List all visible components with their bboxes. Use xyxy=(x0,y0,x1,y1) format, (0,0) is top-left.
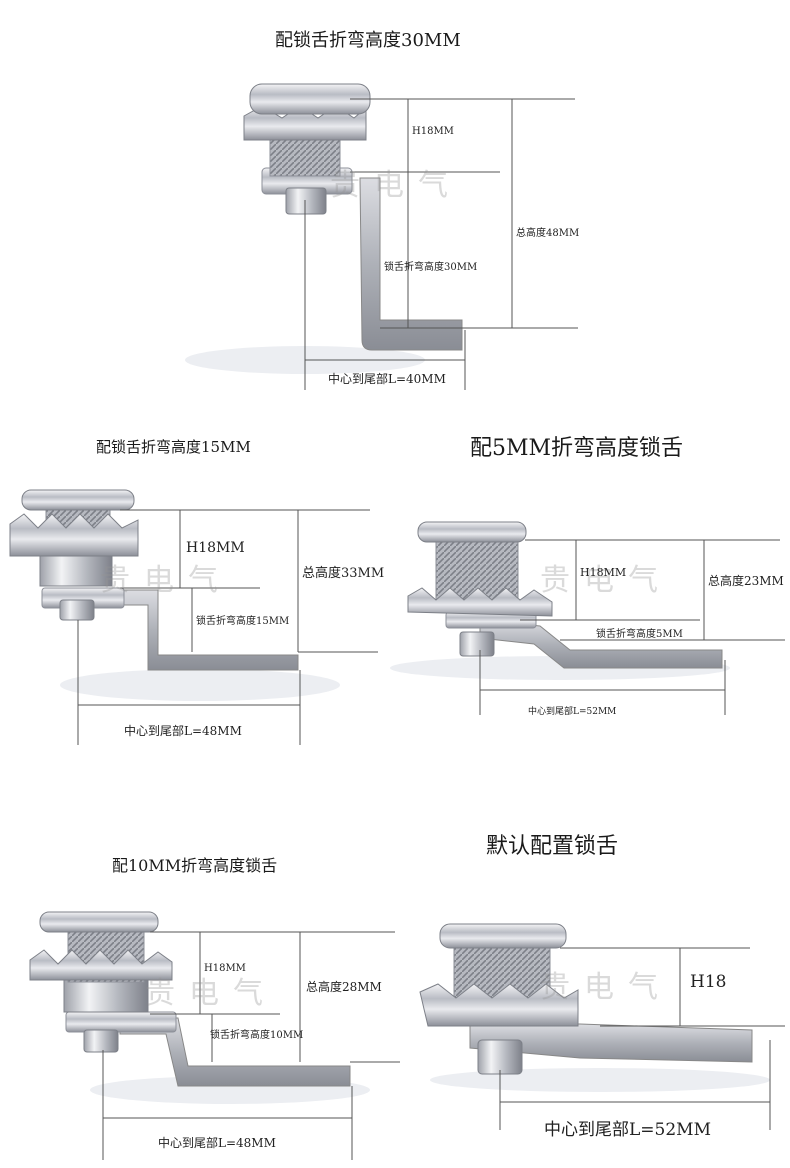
lock-tongue xyxy=(359,177,463,351)
lock-cap xyxy=(439,923,567,949)
center-to-tail-label-p2: 中心到尾部L=48MM xyxy=(124,724,242,738)
panel-title-p5: 默认配置锁舌 xyxy=(486,834,619,859)
dimension-lines-p5 xyxy=(499,947,785,1130)
center-to-tail-label-p3: 中心到尾部L=52MM xyxy=(528,707,617,717)
lock-end-nut xyxy=(459,631,495,657)
lock-tongue xyxy=(99,589,299,671)
lock-end-nut xyxy=(285,187,327,215)
bend-height-label-p3: 锁舌折弯高度5MM xyxy=(596,629,683,640)
shadow xyxy=(60,669,340,701)
lock-tongue xyxy=(469,1023,753,1063)
bend-height-label-p1: 锁舌折弯高度30MM xyxy=(384,262,478,273)
lock-nut-teeth xyxy=(9,513,139,557)
total-height-label-p1: 总高度48MM xyxy=(516,228,580,239)
panel-title-p4: 配10MM折弯高度锁舌 xyxy=(112,856,278,875)
lock-hex-nut xyxy=(63,977,149,1013)
total-height-label-p4: 总高度28MM xyxy=(306,980,382,994)
center-to-tail-label-p4: 中心到尾部L=48MM xyxy=(158,1136,276,1150)
h-dimension-label-p3: H18MM xyxy=(580,566,627,579)
h-dimension-label-p4: H18MM xyxy=(204,963,246,974)
lock-photo-p5 xyxy=(419,923,770,1092)
lock-end-nut xyxy=(59,599,95,621)
lock-photo-p2 xyxy=(9,489,340,701)
h-dimension-label-p2: H18MM xyxy=(186,540,245,556)
dimension-lines-p2 xyxy=(77,509,378,745)
total-height-label-p3: 总高度23MM xyxy=(708,574,784,588)
lock-end-nut xyxy=(477,1039,523,1075)
center-to-tail-label-p1: 中心到尾部L=40MM xyxy=(328,372,446,386)
h-dimension-label-p5: H18 xyxy=(690,972,727,992)
lock-photo-p3 xyxy=(390,521,730,680)
center-to-tail-label-p5: 中心到尾部L=52MM xyxy=(544,1120,711,1140)
watermark-p4: 贵电气 xyxy=(145,976,277,1011)
watermark-p3: 贵电气 xyxy=(540,563,672,598)
lock-photo-p4 xyxy=(29,911,370,1104)
bend-height-label-p4: 锁舌折弯高度10MM xyxy=(210,1030,304,1041)
lock-photo-p1 xyxy=(185,83,463,374)
bend-height-label-p2: 锁舌折弯高度15MM xyxy=(196,616,290,627)
dimension-lines-p3 xyxy=(479,539,785,715)
h-dimension-label-p1: H18MM xyxy=(412,126,454,137)
lock-tongue xyxy=(119,1017,351,1087)
panel-title-p2: 配锁舌折弯高度15MM xyxy=(96,438,251,456)
dimension-lines-p4 xyxy=(102,931,400,1160)
lock-tongue xyxy=(479,619,723,669)
watermark-p1: 贵电气 xyxy=(330,168,462,203)
lock-end-nut xyxy=(83,1029,119,1053)
lock-cap xyxy=(21,489,135,511)
dimension-lines-p1 xyxy=(304,98,578,390)
watermark-p2: 贵电气 xyxy=(100,563,232,598)
watermark-p5: 贵电气 xyxy=(540,970,672,1005)
total-height-label-p2: 总高度33MM xyxy=(302,566,385,581)
lock-nut-teeth xyxy=(29,949,173,981)
lock-cap xyxy=(417,521,527,543)
lock-washer xyxy=(65,1011,177,1033)
lock-nut-teeth xyxy=(407,587,553,617)
lock-cap xyxy=(39,911,159,933)
panel-title-p3: 配5MM折弯高度锁舌 xyxy=(470,436,684,461)
panel-title-p1: 配锁舌折弯高度30MM xyxy=(275,30,461,51)
lock-nut-teeth xyxy=(419,983,579,1027)
